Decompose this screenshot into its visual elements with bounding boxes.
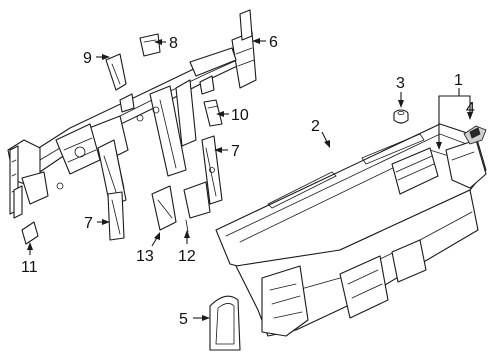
- leader-lines: [27, 38, 473, 321]
- callout-1: 1: [454, 72, 463, 89]
- callout-8: 8: [169, 35, 178, 52]
- side-cap-part-5: [209, 295, 241, 351]
- callout-2: 2: [311, 118, 320, 135]
- callout-10: 10: [231, 107, 249, 124]
- grommet-part-3: [393, 109, 409, 124]
- cap-part-4: [463, 125, 487, 145]
- bracket-part-9: [105, 53, 127, 91]
- callout-6: 6: [269, 34, 278, 51]
- brace-part-7-right: [201, 135, 223, 205]
- callout-5: 5: [179, 311, 188, 328]
- bracket-part-8: [139, 33, 161, 57]
- callout-labels: 1 2 3 4 5 6 7 7 8 9 10 11 12 13: [21, 34, 475, 328]
- callout-9: 9: [83, 50, 92, 67]
- bracket-part-12: [183, 181, 211, 233]
- callout-11: 11: [21, 259, 38, 276]
- cross-car-beam: [7, 9, 257, 219]
- instrument-panel: [215, 123, 487, 337]
- callout-3: 3: [396, 75, 405, 92]
- callout-7-right: 7: [231, 143, 240, 160]
- callout-12: 12: [178, 248, 196, 265]
- callout-13: 13: [136, 248, 154, 265]
- callout-7-left: 7: [84, 215, 93, 232]
- brace-part-7-left: [107, 191, 125, 241]
- callout-4: 4: [466, 100, 475, 117]
- clip-part-11: [21, 221, 39, 245]
- bracket-part-13: [151, 185, 177, 231]
- bracket-part-10: [203, 99, 223, 127]
